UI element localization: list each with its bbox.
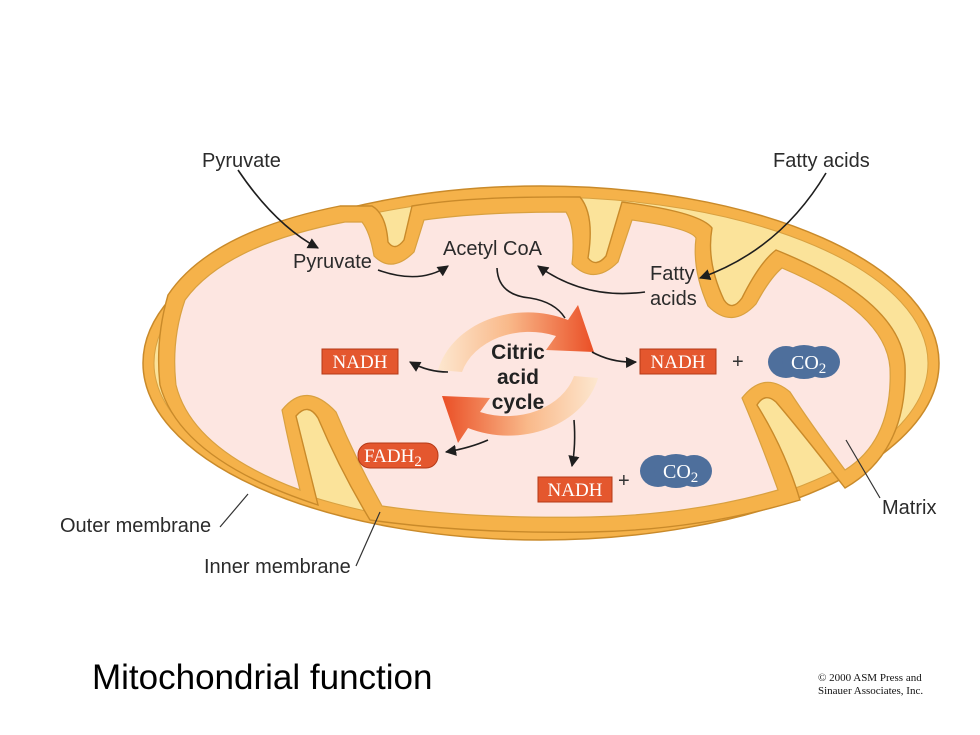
nadh-left-label: NADH bbox=[333, 352, 388, 373]
matrix bbox=[174, 211, 891, 518]
figure-caption: Mitochondrial function bbox=[92, 658, 433, 697]
pyruvate-outside-label: Pyruvate bbox=[202, 150, 281, 172]
arrow-to-nadh-left bbox=[409, 361, 449, 373]
arrow-fatty-to-acetylcoa bbox=[537, 265, 646, 295]
cycle-label-line3: cycle bbox=[492, 391, 545, 414]
co2-top-molecule bbox=[768, 345, 840, 379]
leader-outer-membrane bbox=[219, 493, 249, 528]
acetyl-coa-label: Acetyl CoA bbox=[443, 238, 543, 260]
fadh2-label: FADH2 bbox=[364, 446, 422, 470]
co2-bottom-label: CO2 bbox=[663, 461, 698, 486]
nadh-bottom-label: NADH bbox=[548, 480, 603, 501]
plus-bottom: + bbox=[618, 470, 630, 492]
copyright-line2: Sinauer Associates, Inc. bbox=[818, 685, 924, 697]
nadh-bottom-box bbox=[537, 476, 613, 503]
copyright-line1: © 2000 ASM Press and bbox=[818, 672, 922, 684]
inner-membrane-label: Inner membrane bbox=[204, 556, 351, 578]
matrix-label: Matrix bbox=[882, 497, 936, 519]
cycle-label-line1: Citric bbox=[491, 341, 545, 364]
outer-membrane-label: Outer membrane bbox=[60, 515, 211, 537]
nadh-left-box bbox=[321, 348, 399, 375]
fatty-acids-inside-line1: Fatty bbox=[650, 263, 694, 285]
copyright-notice: © 2000 ASM Press and Sinauer Associates,… bbox=[818, 672, 923, 698]
fatty-acids-inside-line2: acids bbox=[650, 288, 697, 310]
leader-inner-membrane bbox=[355, 511, 381, 567]
arrow-pyruvate-to-acetylcoa bbox=[377, 265, 449, 278]
cycle-arrow-bottom bbox=[442, 376, 598, 443]
cycle-arrow-top bbox=[438, 305, 594, 372]
nadh-right-label: NADH bbox=[651, 352, 706, 373]
pyruvate-inside-label: Pyruvate bbox=[293, 251, 372, 273]
cycle-label-line2: acid bbox=[497, 366, 539, 389]
nadh-right-box bbox=[639, 348, 717, 375]
co2-bottom-molecule bbox=[640, 454, 712, 488]
plus-top: + bbox=[732, 351, 744, 373]
fatty-acids-outside-label: Fatty acids bbox=[773, 150, 870, 172]
arrow-pyruvate-entry bbox=[237, 169, 319, 249]
arrow-to-fadh2 bbox=[444, 439, 489, 456]
arrow-fatty-acids-entry bbox=[698, 172, 827, 280]
fadh2-box bbox=[357, 442, 439, 469]
arrow-to-nadh-bottom bbox=[568, 419, 580, 468]
arrow-acetylcoa-into-cycle bbox=[496, 267, 566, 319]
co2-top-label: CO2 bbox=[791, 352, 826, 377]
leader-matrix bbox=[845, 439, 881, 499]
arrow-to-nadh-right bbox=[591, 351, 638, 369]
